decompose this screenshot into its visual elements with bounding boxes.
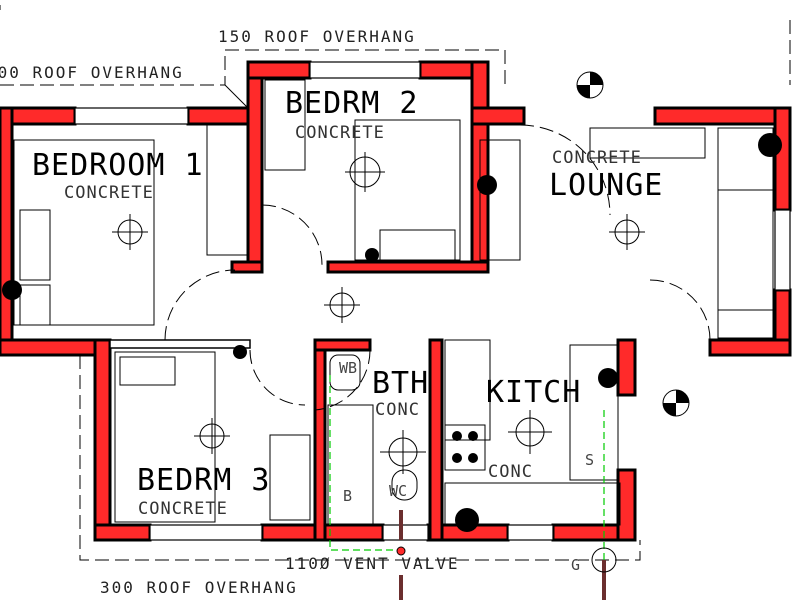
- overhang-bottom-label: 300 ROOF OVERHANG: [100, 578, 298, 597]
- room-name-bedroom3: BEDRM 3: [137, 463, 270, 498]
- room-name-bedroom1: BEDROOM 1: [32, 148, 204, 183]
- overhang-top-label: 150 ROOF OVERHANG: [218, 27, 416, 46]
- roof-overhang-line: [0, 5, 791, 561]
- room-name-lounge: LOUNGE: [549, 168, 663, 203]
- walls: [0, 60, 792, 542]
- gully-label: G: [571, 556, 580, 574]
- room-floor-bedroom3: CONCRETE: [138, 499, 228, 519]
- vent-valve-label: 110Ø VENT VALVE: [285, 554, 460, 573]
- room-name-bedroom2: BEDRM 2: [285, 86, 418, 121]
- room-floor-bathroom: CONC: [375, 400, 420, 420]
- toilet-label: WC: [389, 482, 407, 500]
- light-points: [2, 71, 782, 532]
- furniture: [13, 79, 774, 526]
- door-swings: [164, 124, 711, 411]
- drainage: [329, 375, 617, 600]
- sink-label: S: [585, 451, 594, 469]
- room-floor-bedroom2: CONCRETE: [295, 123, 385, 143]
- overhang-left-label: 300 ROOF OVERHANG: [0, 63, 184, 82]
- room-floor-kitchen: CONC: [488, 462, 533, 482]
- room-name-bathroom: BTH: [372, 366, 429, 401]
- bath-label: B: [343, 487, 352, 505]
- room-name-kitchen: KITCH: [486, 375, 581, 410]
- room-floor-bedroom1: CONCRETE: [64, 183, 154, 203]
- windows: [74, 61, 791, 541]
- room-floor-lounge: CONCRETE: [552, 148, 642, 168]
- wash-basin-label: WB: [339, 359, 357, 377]
